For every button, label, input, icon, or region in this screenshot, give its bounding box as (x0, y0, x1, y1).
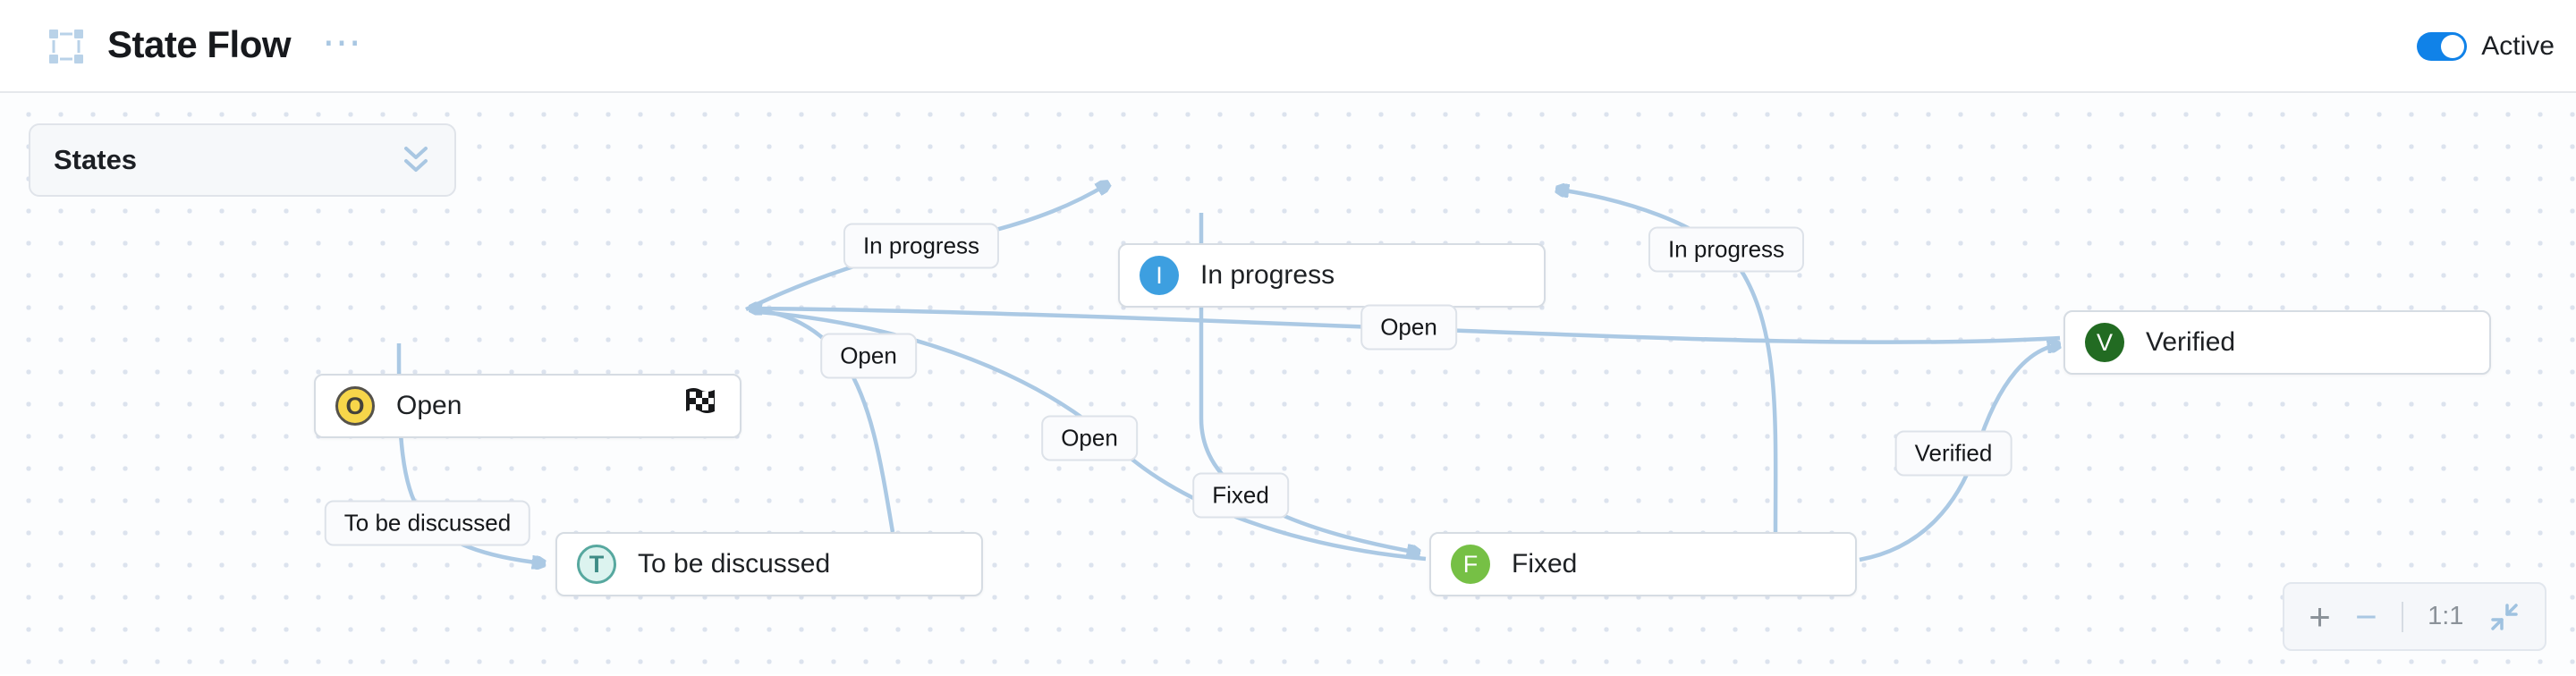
more-options-icon[interactable]: ⋯ (322, 21, 365, 64)
states-dropdown[interactable]: States (29, 123, 456, 197)
state-node-label: Verified (2146, 327, 2236, 357)
state-node-label: To be discussed (638, 549, 831, 579)
workflow-canvas[interactable]: States I In progress O Open V Verified (0, 93, 2576, 674)
page-title: State Flow (107, 23, 292, 65)
zoom-ratio-button[interactable]: 1:1 (2428, 602, 2464, 630)
state-node-label: Open (396, 391, 462, 420)
active-toggle-label: Active (2481, 31, 2555, 61)
state-icon-open: O (335, 386, 375, 426)
state-icon-to-be-discussed: T (577, 545, 616, 584)
transition-label-open-to-tobediscussed[interactable]: To be discussed (324, 500, 531, 546)
states-dropdown-label: States (54, 144, 138, 175)
state-icon-verified: V (2085, 323, 2124, 362)
state-node-fixed[interactable]: F Fixed (1429, 532, 1857, 596)
state-node-label: Fixed (1512, 549, 1578, 579)
active-toggle[interactable] (2417, 32, 2468, 61)
zoom-out-button[interactable]: − (2355, 595, 2377, 638)
state-node-to-be-discussed[interactable]: T To be discussed (555, 532, 983, 596)
transition-label-open-to-inprogress[interactable]: In progress (843, 223, 1000, 269)
zoom-controls: + − 1:1 (2283, 582, 2546, 651)
state-icon-fixed: F (1451, 545, 1490, 584)
transition-label-tobediscussed-to-open[interactable]: Open (820, 333, 917, 379)
state-icon-in-progress: I (1140, 256, 1179, 295)
divider (2401, 601, 2403, 632)
state-node-label: In progress (1200, 260, 1335, 290)
double-chevron-down-icon (404, 147, 428, 172)
state-node-in-progress[interactable]: I In progress (1118, 243, 1546, 308)
fit-to-screen-icon[interactable] (2488, 601, 2521, 633)
resolved-checkered-flag-icon (686, 388, 715, 413)
diagram-frame-icon (49, 30, 83, 63)
transition-label-fixed-to-inprogress[interactable]: In progress (1648, 226, 1805, 273)
edge-fixed-to-inprogress[interactable] (1558, 190, 1778, 533)
transition-label-verified-to-open[interactable]: Open (1360, 304, 1457, 351)
transition-label-fixed-to-verified[interactable]: Verified (1894, 430, 2012, 477)
toggle-knob (2441, 35, 2465, 58)
transition-label-inprogress-to-fixed[interactable]: Fixed (1192, 472, 1289, 519)
transition-label-fixed-to-open[interactable]: Open (1041, 415, 1138, 461)
header: State Flow ⋯ Active (0, 0, 2576, 93)
zoom-in-button[interactable]: + (2309, 595, 2331, 638)
state-node-open[interactable]: O Open (314, 374, 741, 438)
state-node-verified[interactable]: V Verified (2063, 310, 2491, 375)
